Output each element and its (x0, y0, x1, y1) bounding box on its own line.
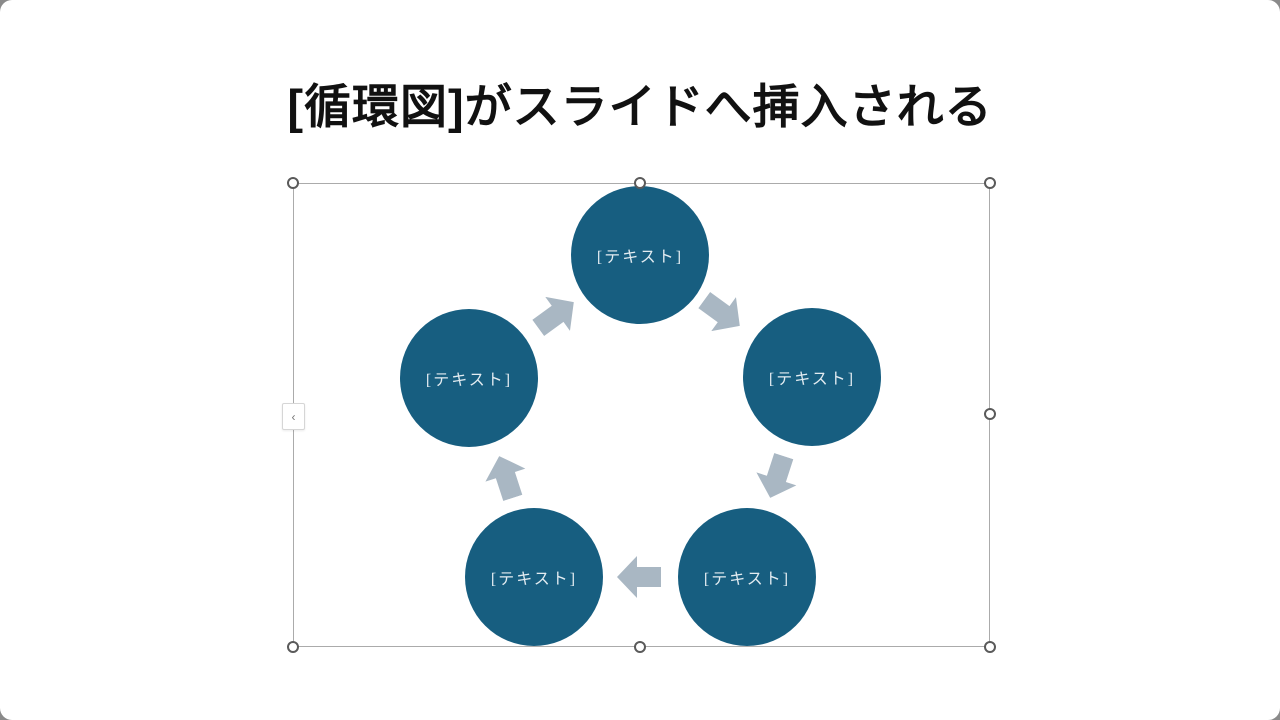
text-pane-toggle-button[interactable]: ‹ (282, 403, 305, 430)
slide-title: [循環図]がスライドへ挿入される (287, 80, 993, 133)
cycle-node-left[interactable]: [テキスト] (400, 309, 538, 447)
cycle-arrow-bottom-right-to-bottom-left[interactable] (617, 556, 661, 598)
resize-handle-right-middle[interactable] (984, 408, 996, 420)
resize-handle-top-right[interactable] (984, 177, 996, 189)
cycle-node-right[interactable]: [テキスト] (743, 308, 881, 446)
cycle-arrow-right-to-bottom-right[interactable] (750, 450, 804, 505)
cycle-node-placeholder-text: [テキスト] (490, 571, 578, 588)
cycle-node-bottom-left[interactable]: [テキスト] (465, 508, 603, 646)
cycle-arrow-left-to-top[interactable] (526, 285, 586, 345)
cycle-arrow-top-to-right[interactable] (692, 283, 752, 343)
cycle-node-placeholder-text: [テキスト] (425, 372, 513, 389)
resize-handle-top-middle[interactable] (634, 177, 646, 189)
resize-handle-top-left[interactable] (287, 177, 299, 189)
cycle-node-top[interactable]: [テキスト] (571, 186, 709, 324)
cycle-arrow-bottom-left-to-left[interactable] (479, 450, 533, 505)
cycle-node-placeholder-text: [テキスト] (703, 571, 791, 588)
resize-handle-bottom-right[interactable] (984, 641, 996, 653)
cycle-node-placeholder-text: [テキスト] (596, 249, 684, 266)
cycle-node-bottom-right[interactable]: [テキスト] (678, 508, 816, 646)
cycle-node-placeholder-text: [テキスト] (768, 371, 856, 388)
resize-handle-bottom-middle[interactable] (634, 641, 646, 653)
chevron-left-icon: ‹ (291, 409, 296, 424)
resize-handle-bottom-left[interactable] (287, 641, 299, 653)
